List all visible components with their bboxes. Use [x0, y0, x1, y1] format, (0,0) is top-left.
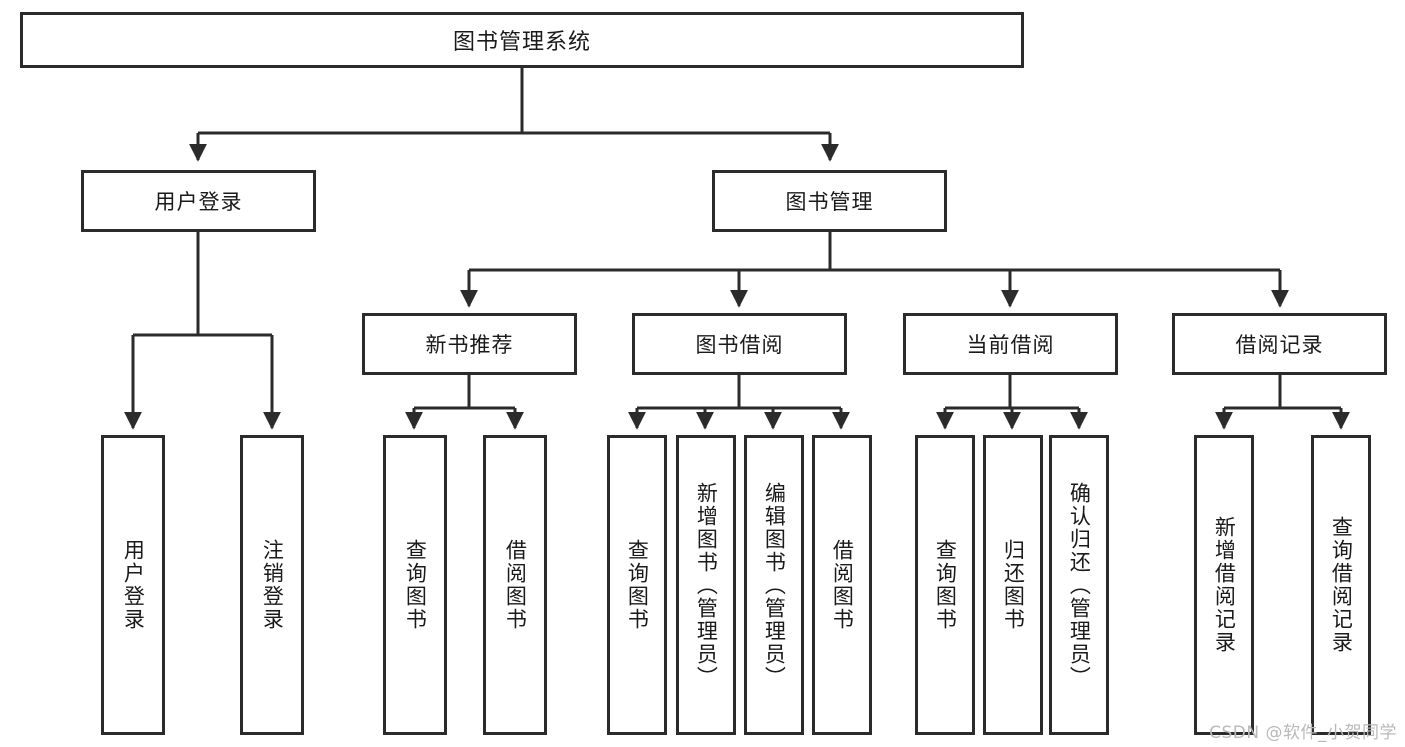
- node-borrow-record[interactable]: 借阅记录: [1172, 313, 1387, 375]
- node-label: 新书推荐: [425, 333, 514, 357]
- node-label: 新增图书（管理员）: [694, 481, 719, 689]
- leaf-record-add-record[interactable]: 新增借阅记录: [1194, 435, 1254, 735]
- node-label: 查询图书: [933, 539, 958, 631]
- leaf-borrow-query-book[interactable]: 查询图书: [607, 435, 667, 735]
- node-label: 编辑图书（管理员）: [762, 481, 787, 689]
- leaf-borrow-borrow-book[interactable]: 借阅图书: [812, 435, 872, 735]
- node-label: 确认归还（管理员）: [1067, 481, 1092, 689]
- leaf-current-confirm-return-admin[interactable]: 确认归还（管理员）: [1049, 435, 1109, 735]
- node-label: 注销登录: [260, 539, 285, 631]
- leaf-recommend-borrow-book[interactable]: 借阅图书: [483, 435, 547, 735]
- node-label: 图书管理系统: [452, 30, 591, 55]
- node-current-borrow[interactable]: 当前借阅: [903, 313, 1118, 375]
- node-book-borrow[interactable]: 图书借阅: [632, 313, 847, 375]
- node-user-login[interactable]: 用户登录: [81, 170, 316, 232]
- node-label: 查询图书: [625, 539, 650, 631]
- node-label: 当前借阅: [966, 333, 1055, 357]
- node-label: 图书借阅: [695, 333, 784, 357]
- leaf-recommend-query-book[interactable]: 查询图书: [383, 435, 447, 735]
- leaf-current-query-book[interactable]: 查询图书: [915, 435, 975, 735]
- node-label: 查询图书: [403, 539, 428, 631]
- node-label: 新增借阅记录: [1212, 516, 1237, 654]
- leaf-user-login-signout[interactable]: 注销登录: [240, 435, 304, 735]
- leaf-borrow-edit-book-admin[interactable]: 编辑图书（管理员）: [744, 435, 804, 735]
- csdn-watermark: CSDN @软件_小贺同学: [1209, 723, 1397, 743]
- leaf-borrow-add-book-admin[interactable]: 新增图书（管理员）: [676, 435, 736, 735]
- node-label: 用户登录: [121, 539, 146, 631]
- node-label: 借阅图书: [830, 539, 855, 631]
- leaf-current-return-book[interactable]: 归还图书: [983, 435, 1043, 735]
- node-label: 查询借阅记录: [1329, 516, 1354, 654]
- node-label: 借阅图书: [503, 539, 528, 631]
- node-label: 借阅记录: [1235, 333, 1324, 357]
- node-label: 图书管理: [785, 190, 874, 214]
- node-book-management[interactable]: 图书管理: [712, 170, 947, 232]
- leaf-user-login-signin[interactable]: 用户登录: [101, 435, 165, 735]
- node-root-system[interactable]: 图书管理系统: [20, 12, 1024, 68]
- leaf-record-query-record[interactable]: 查询借阅记录: [1311, 435, 1371, 735]
- node-label: 归还图书: [1001, 539, 1026, 631]
- node-label: 用户登录: [154, 190, 243, 214]
- node-new-book-recommend[interactable]: 新书推荐: [362, 313, 577, 375]
